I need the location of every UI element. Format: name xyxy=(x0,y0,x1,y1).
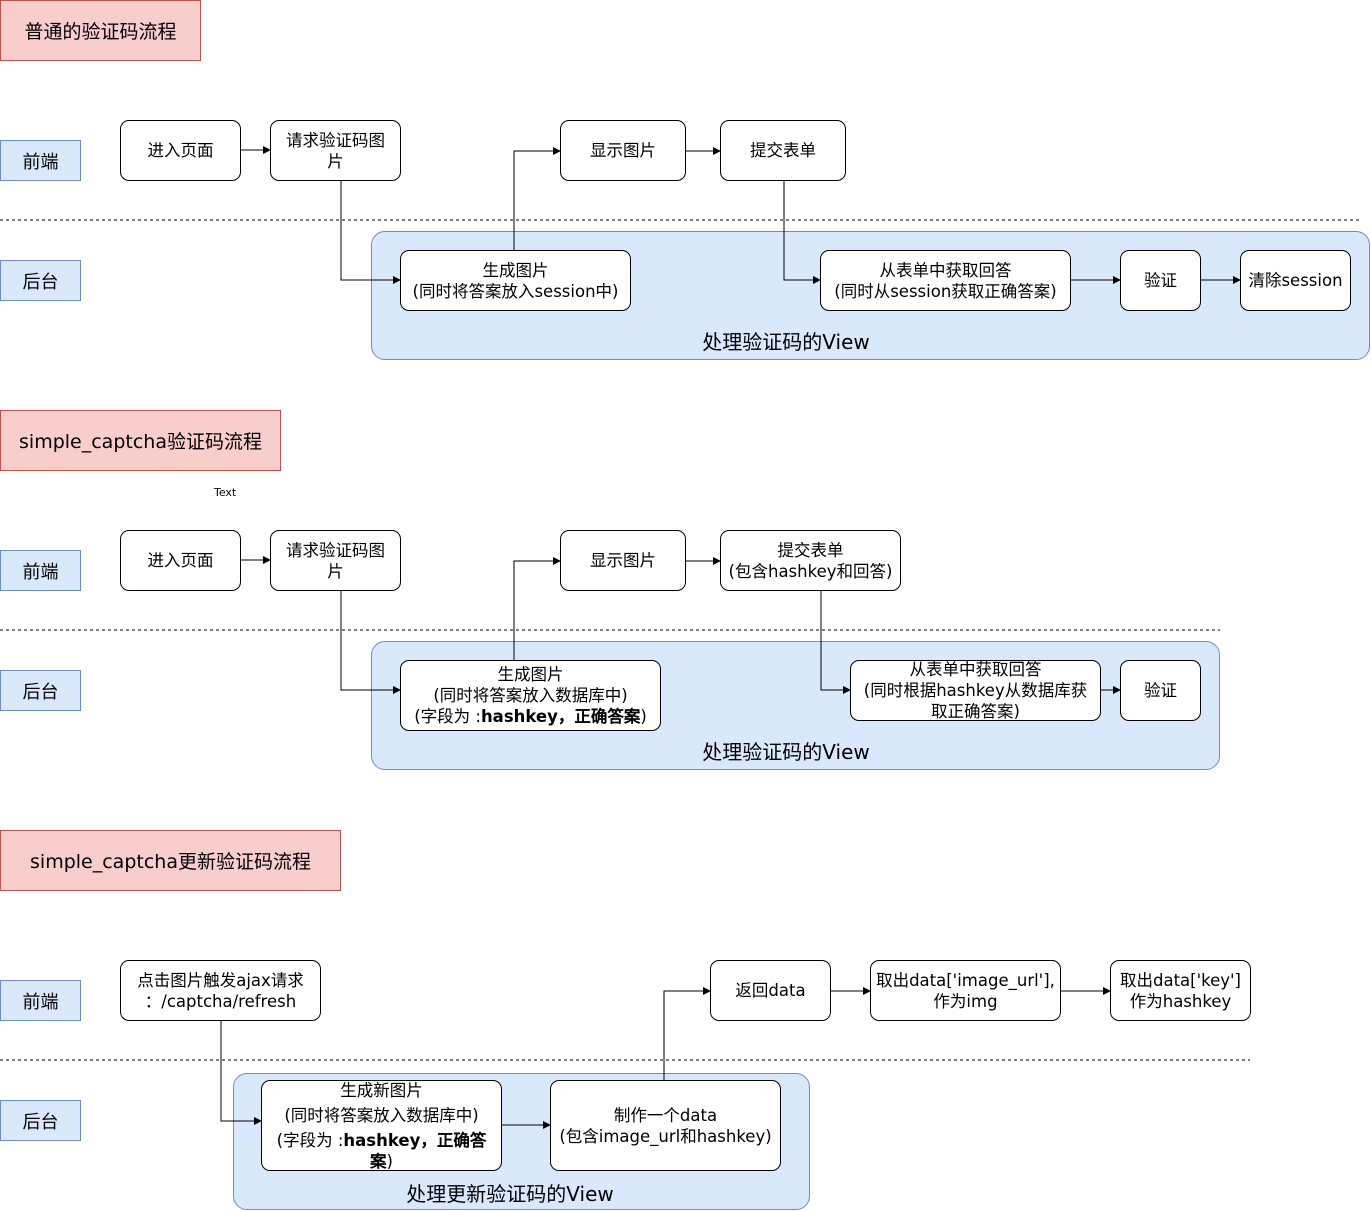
lane-backend-2: 后台 xyxy=(0,670,81,711)
arrow-submit-to-get-1 xyxy=(783,181,821,284)
arrow-request-to-gen-1 xyxy=(340,180,401,284)
node-submit-form-2: 提交表单(包含hashkey和回答) xyxy=(720,530,901,591)
node-show-image-1: 显示图片 xyxy=(560,120,686,181)
stray-text-label: Text xyxy=(214,486,237,499)
node-request-captcha-2: 请求验证码图片 xyxy=(270,530,401,591)
arrow-request-to-gen-2 xyxy=(340,590,401,694)
node-submit-form-1: 提交表单 xyxy=(720,120,846,181)
lane-backend-3: 后台 xyxy=(0,1100,81,1141)
group-view-1-label: 处理验证码的View xyxy=(702,330,870,354)
node-get-answer-1: 从表单中获取回答(同时从session获取正确答案) xyxy=(820,250,1071,311)
title-simple-captcha-flow: simple_captcha验证码流程 xyxy=(0,410,281,471)
node-request-captcha-1: 请求验证码图片 xyxy=(270,120,401,181)
node-make-data-3: 制作一个data(包含image_url和hashkey) xyxy=(550,1080,781,1171)
node-generate-new-image-3: 生成新图片(同时将答案放入数据库中) (字段为 :hashkey，正确答 案) xyxy=(261,1080,502,1171)
arrow-gen-to-show-1 xyxy=(513,147,561,250)
node-enter-page-1: 进入页面 xyxy=(120,120,241,181)
lane-frontend-3: 前端 xyxy=(0,980,81,1021)
group-view-3-label: 处理更新验证码的View xyxy=(406,1182,614,1206)
arrow-gen-to-show-2 xyxy=(513,557,561,660)
group-view-2-label: 处理验证码的View xyxy=(702,740,870,764)
lane-backend-1: 后台 xyxy=(0,260,81,301)
node-show-image-2: 显示图片 xyxy=(560,530,686,591)
node-get-answer-2: 从表单中获取回答(同时根据hashkey从数据库获取正确答案) xyxy=(850,660,1101,721)
node-take-key-3: 取出data['key']作为hashkey xyxy=(1110,960,1251,1021)
lane-frontend-2: 前端 xyxy=(0,550,81,591)
node-verify-1: 验证 xyxy=(1120,250,1201,311)
node-take-image-url-3: 取出data['image_url'],作为img xyxy=(870,960,1061,1021)
node-generate-image-2: 生成图片(同时将答案放入数据库中) (字段为 :hashkey，正确答案) xyxy=(400,660,661,731)
title-simple-captcha-refresh-flow: simple_captcha更新验证码流程 xyxy=(0,830,341,891)
lane-frontend-1: 前端 xyxy=(0,140,81,181)
title-normal-flow: 普通的验证码流程 xyxy=(0,0,201,61)
node-click-image-3: 点击图片触发ajax请求：/captcha/refresh xyxy=(120,960,321,1021)
node-verify-2: 验证 xyxy=(1120,660,1201,721)
arrow-submit-to-get-2 xyxy=(820,591,851,694)
arrow-make-to-return-3 xyxy=(663,987,711,1080)
node-clear-session-1: 清除session xyxy=(1240,250,1351,311)
node-enter-page-2: 进入页面 xyxy=(120,530,241,591)
node-return-data-3: 返回data xyxy=(710,960,831,1021)
node-generate-image-1: 生成图片(同时将答案放入session中) xyxy=(400,250,631,311)
arrow-click-to-gen-3 xyxy=(220,1020,262,1125)
